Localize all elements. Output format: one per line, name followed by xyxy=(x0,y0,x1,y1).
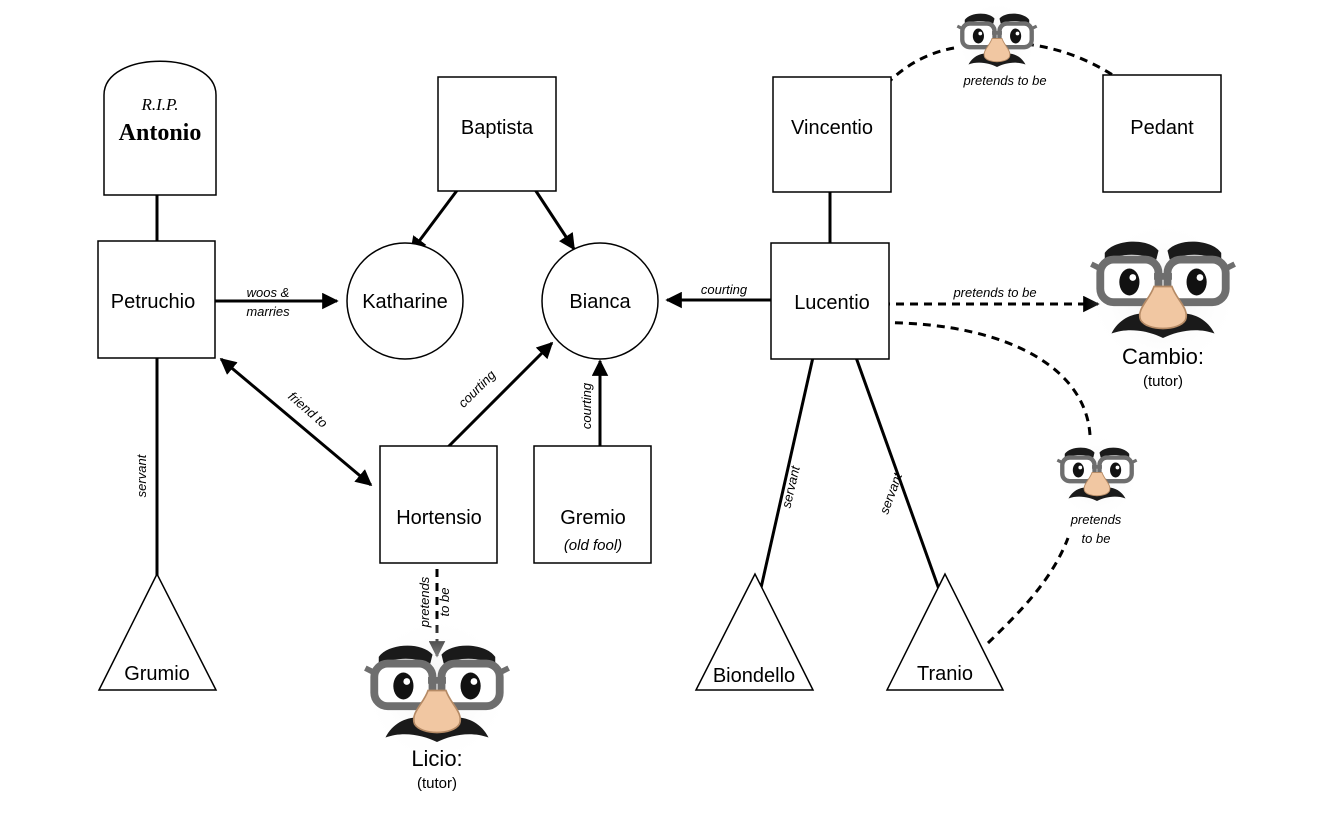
tombstone-shape xyxy=(103,60,217,196)
edge-petruchio-hortensio xyxy=(219,357,373,487)
node-tranio: Tranio xyxy=(885,572,1005,691)
node-pedant: Pedant xyxy=(1102,74,1222,193)
disguise-pedant xyxy=(955,0,1039,84)
label-pretends-licio-1: pretends xyxy=(417,576,432,628)
hortensio-name: Hortensio xyxy=(396,507,482,529)
tranio-name: Tranio xyxy=(917,663,973,685)
licio-name: Licio: xyxy=(411,746,462,771)
node-petruchio: Petruchio xyxy=(97,240,216,359)
edge-lucentio-tranio xyxy=(846,334,958,636)
node-hortensio: Hortensio xyxy=(379,445,498,564)
label-pretends-licio-2: to be xyxy=(437,588,452,617)
cambio-role: (tutor) xyxy=(1143,373,1183,390)
biondello-name: Biondello xyxy=(713,665,795,687)
node-vincentio: Vincentio xyxy=(772,76,892,193)
disguise-tranio xyxy=(1053,432,1141,520)
vincentio-name: Vincentio xyxy=(791,117,873,139)
pedant-name: Pedant xyxy=(1130,117,1194,139)
label-pretends-pedant: pretends to be xyxy=(962,73,1046,88)
label-woos: woos & xyxy=(247,285,290,300)
petruchio-name: Petruchio xyxy=(111,291,196,313)
edge-hortensio-bianca xyxy=(430,341,554,465)
antonio-epitaph: R.I.P. xyxy=(141,95,179,114)
label-courting-lucentio: courting xyxy=(701,282,748,297)
node-lucentio: Lucentio xyxy=(770,242,890,360)
antonio-name: Antonio xyxy=(119,120,202,146)
edge-tranio-lucentio xyxy=(862,323,1092,645)
node-antonio: R.I.P. Antonio xyxy=(103,60,217,196)
katharine-name: Katharine xyxy=(362,291,448,313)
bianca-name: Bianca xyxy=(569,291,631,313)
label-servant-biondello: servant xyxy=(779,463,804,509)
edges xyxy=(148,152,958,652)
label-servant-tranio: servant xyxy=(876,470,905,516)
lucentio-name: Lucentio xyxy=(794,292,870,314)
cambio-name: Cambio: xyxy=(1122,344,1204,369)
node-licio: Licio: (tutor) xyxy=(361,614,513,792)
baptista-name: Baptista xyxy=(461,117,534,139)
node-grumio: Grumio xyxy=(97,572,218,691)
gremio-name: Gremio xyxy=(560,507,626,529)
label-pretends-tranio-2: to be xyxy=(1082,531,1111,546)
node-gremio: Gremio (old fool) xyxy=(533,445,652,564)
node-biondello: Biondello xyxy=(694,572,815,691)
node-cambio: Cambio: (tutor) xyxy=(1085,218,1241,390)
licio-role: (tutor) xyxy=(417,775,457,792)
label-servant-grumio: servant xyxy=(134,453,149,497)
node-baptista: Baptista xyxy=(437,76,557,192)
label-pretends-cambio: pretends to be xyxy=(952,285,1036,300)
node-bianca: Bianca xyxy=(541,242,659,360)
label-courting-gremio: courting xyxy=(579,382,594,429)
label-marries: marries xyxy=(246,304,290,319)
grumio-name: Grumio xyxy=(124,663,190,685)
label-friend-to: friend to xyxy=(285,389,330,431)
node-katharine: Katharine xyxy=(346,242,464,360)
gremio-note: (old fool) xyxy=(564,537,622,554)
label-pretends-tranio-1: pretends xyxy=(1070,512,1122,527)
